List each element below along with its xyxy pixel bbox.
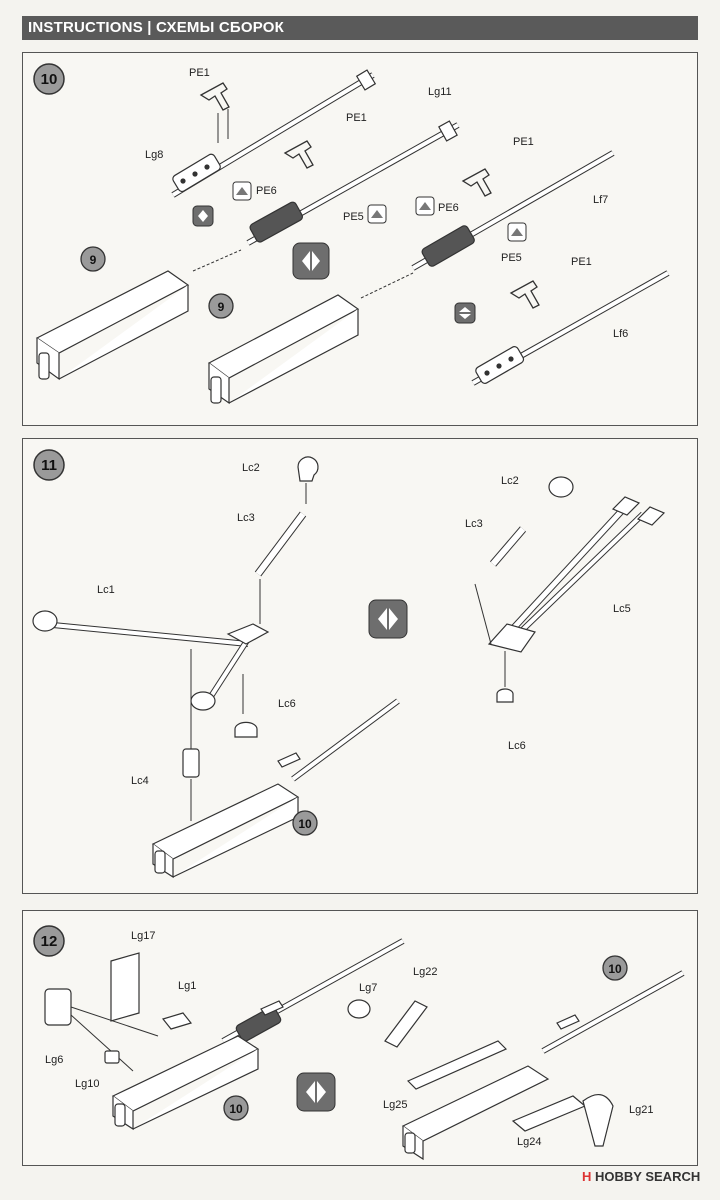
assembly-line [192,249,242,272]
step-number: 11 [41,457,57,474]
step-number: 12 [41,933,58,950]
step-11-diagram: 11 10 [32,449,666,879]
assembly-arrow [474,583,492,645]
sub-assembly-ref-badge: 10 [223,1095,249,1121]
part-label: Lg17 [131,930,155,942]
pe1-part [509,280,540,309]
lc6-part [496,688,514,703]
step-number: 10 [41,71,58,88]
assembly-line [70,1014,134,1072]
part-label: PE1 [513,136,534,148]
tripod-left [32,610,270,711]
alternative-version-icon [192,205,214,227]
barrel-lf6 [471,270,670,386]
part-label: Lg6 [45,1054,63,1066]
assembly-line [360,272,414,299]
lg24-part [511,1095,587,1132]
part-label: Lc2 [242,462,260,474]
part-label: Lc2 [501,475,519,487]
part-label: Lc5 [613,603,631,615]
part-label: PE1 [346,112,367,124]
part-label: Lg11 [428,86,452,98]
part-label: Lc3 [237,512,255,524]
alternative-version-icon [454,302,476,324]
part-label: Lg8 [145,149,163,161]
assembly-line [70,1006,159,1037]
step-12-panel: 12 10 10 [22,910,698,1166]
lg1-part [161,1012,193,1030]
page-header: INSTRUCTIONS | СХЕМЫ СБОРОК [22,16,698,40]
glue-icon [415,196,435,216]
part-label: Lf7 [593,194,608,206]
lg22-part [384,1000,428,1048]
part-label: PE1 [189,67,210,79]
part-label: PE1 [571,256,592,268]
pe1-part [199,82,230,111]
sub-assembly-ref: 10 [608,962,622,976]
part-label: Lg1 [178,980,196,992]
part-label: Lg7 [359,982,377,994]
gun-assembly [151,698,400,879]
step-number-badge: 12 [33,925,65,957]
step-10-panel: 10 [22,52,698,426]
alternative-version-icon [292,242,330,280]
pe1-part [283,140,314,169]
step-10-diagram: 10 [33,63,670,405]
receiver-body-left [35,270,190,381]
lg17-part [110,952,140,1022]
part-label: Lg10 [75,1078,99,1090]
part-label: PE6 [438,202,459,214]
sub-assembly-ref: 10 [229,1102,243,1116]
tripod-right [487,496,666,653]
sub-assembly-ref-badge: 10 [602,955,628,981]
part-label: Lc6 [508,740,526,752]
barrel-lf7 [411,150,615,271]
gun-assembly-left [111,938,405,1131]
part-label: PE5 [343,211,364,223]
lg21-part [582,1094,614,1147]
lc6-part [234,721,258,738]
lc4-part [182,748,200,778]
part-label: Lg22 [413,966,437,978]
part-label: Lg24 [517,1136,541,1148]
glue-icon [232,181,252,201]
alternative-version-icon [368,599,408,639]
lc2-part [297,456,319,482]
barrel-lg8 [171,69,377,198]
sub-assembly-ref: 10 [298,817,312,831]
step-number-badge: 10 [33,63,65,95]
part-label: Lc4 [131,775,149,787]
sub-assembly-ref-badge: 9 [208,293,234,319]
part-label: Lc6 [278,698,296,710]
part-label: PE5 [501,252,522,264]
gun-assembly-right [401,970,685,1161]
alternative-version-icon [296,1072,336,1112]
sub-assembly-ref-badge: 9 [80,246,106,272]
part-label: Lc3 [465,518,483,530]
lg25-part [406,1040,508,1090]
sub-assembly-ref: 9 [218,300,225,314]
lg6-part [44,988,72,1026]
lg7-part [347,999,371,1019]
hobby-search-watermark: H HOBBY SEARCH [582,1169,714,1191]
step-11-panel: 11 10 [22,438,698,894]
glue-icon [367,204,387,224]
step-number-badge: 11 [33,449,65,481]
part-label: Lg21 [629,1104,653,1116]
glue-icon [507,222,527,242]
sub-assembly-ref-badge: 10 [292,810,318,836]
pe1-part [461,168,492,197]
barrel-lg11 [246,120,460,246]
receiver-body-middle [207,294,360,405]
lc2-part [548,476,574,498]
step-12-diagram: 12 10 10 [33,925,685,1161]
part-label: PE6 [256,185,277,197]
watermark-mark: H [582,1169,592,1184]
sub-assembly-ref: 9 [90,253,97,267]
lg10-part [104,1050,120,1064]
part-label: Lc1 [97,584,115,596]
watermark-text: HOBBY SEARCH [595,1169,701,1184]
part-label: Lg25 [383,1099,407,1111]
part-label: Lf6 [613,328,628,340]
